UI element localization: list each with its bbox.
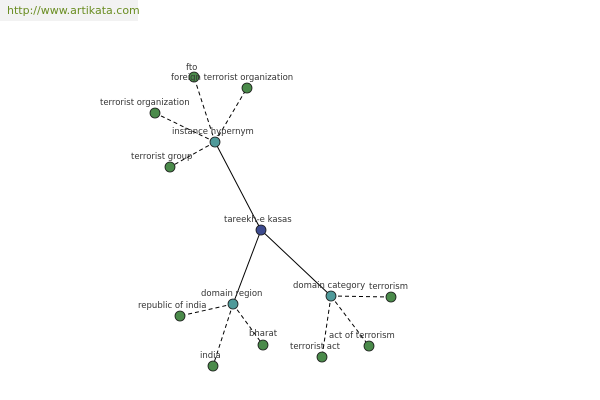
node-india[interactable] <box>207 360 219 372</box>
url-banner: http://www.artikata.com <box>0 0 140 21</box>
label-domain-category: domain category <box>293 281 365 291</box>
node-terrorist-act[interactable] <box>316 351 328 363</box>
edge-domain-region-to-india <box>212 303 234 367</box>
label-root: tareekh-e kasas <box>224 215 292 225</box>
label-fto: fto <box>186 63 197 73</box>
label-terrorist-organization: terrorist organization <box>100 98 190 108</box>
label-instance-hypernym: instance hypernym <box>172 127 254 137</box>
label-india: india <box>200 351 221 361</box>
node-root[interactable] <box>255 224 267 236</box>
node-instance-hypernym[interactable] <box>209 136 221 148</box>
label-domain-region: domain region <box>201 289 262 299</box>
label-layer: tareekh-e kasas instance hypernym domain r… <box>100 63 408 361</box>
node-domain-category[interactable] <box>325 290 337 302</box>
edge-root-to-instance-hypernym <box>214 141 262 231</box>
edge-instance-hypernym-to-foreign-terrorist-org <box>214 87 248 143</box>
site-url[interactable]: http://www.artikata.com <box>7 4 140 17</box>
edge-domain-category-to-act-of-terrorism <box>330 295 370 347</box>
node-bharat[interactable] <box>257 339 269 351</box>
edge-instance-hypernym-to-fto <box>193 76 216 143</box>
label-terrorism: terrorism <box>369 282 408 292</box>
node-foreign-terrorist-org[interactable] <box>241 82 253 94</box>
edge-domain-category-to-terrorism <box>330 295 392 298</box>
label-bharat: bharat <box>249 329 278 339</box>
node-act-of-terrorism[interactable] <box>363 340 375 352</box>
edge-domain-region-to-republic-of-india <box>179 303 234 317</box>
label-republic-of-india: republic of india <box>138 301 206 311</box>
node-terrorist-organization[interactable] <box>149 107 161 119</box>
node-republic-of-india[interactable] <box>174 310 186 322</box>
label-terrorist-group: terrorist group <box>131 152 192 162</box>
node-terrorist-group[interactable] <box>164 161 176 173</box>
edge-instance-hypernym-to-terrorist-group <box>169 141 216 168</box>
label-foreign-terrorist-org: foreign terrorist organization <box>171 73 293 83</box>
label-terrorist-act: terrorist act <box>290 342 341 352</box>
edge-layer <box>154 76 392 367</box>
edge-root-to-domain-region <box>232 229 262 305</box>
edge-domain-region-to-bharat <box>232 303 264 346</box>
node-fto[interactable] <box>188 71 200 83</box>
edge-domain-category-to-terrorist-act <box>321 295 332 358</box>
edge-root-to-domain-category <box>260 229 332 297</box>
node-layer <box>149 71 397 372</box>
label-act-of-terrorism: act of terrorism <box>329 331 395 341</box>
node-domain-region[interactable] <box>227 298 239 310</box>
node-terrorism[interactable] <box>385 291 397 303</box>
